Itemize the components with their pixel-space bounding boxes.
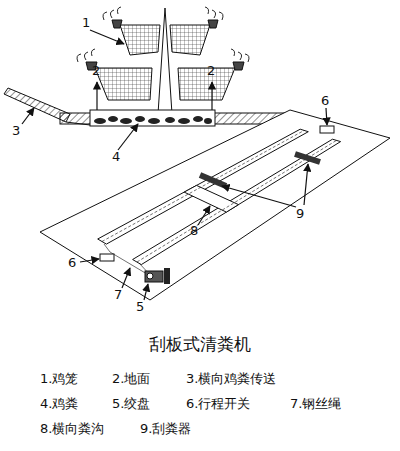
leader-arrow [96, 82, 97, 110]
callout-number: 2 [207, 64, 215, 78]
chicken-sketch [231, 49, 249, 62]
leader-arrow [304, 164, 308, 205]
wire-rope [137, 140, 337, 262]
wire-rope [102, 131, 304, 242]
legend-entry: 8.横向粪沟 [40, 422, 104, 436]
leader-arrow [80, 259, 99, 262]
legend-entry: 7.钢丝绳 [290, 397, 341, 411]
legend-entry: 1.鸡笼 [40, 372, 78, 386]
cage [120, 25, 160, 55]
feed-trough [112, 20, 122, 28]
legend-entry: 3.横向鸡粪传送 [186, 372, 276, 386]
leader-arrow [122, 268, 130, 288]
cage-frame [165, 8, 172, 114]
callout-number: 5 [136, 300, 144, 314]
callout-number: 4 [112, 150, 120, 164]
longitudinal-trench [133, 139, 341, 264]
legend-entry: 6.行程开关 [186, 397, 250, 411]
chicken-sketch [103, 7, 121, 20]
manure-conveyor [66, 122, 90, 125]
legend-entry: 4.鸡粪 [40, 397, 78, 411]
manure [94, 116, 212, 124]
leader-arrow [211, 82, 212, 110]
callout-number: 1 [82, 16, 90, 30]
feed-trough [233, 62, 244, 70]
travel-switch [100, 254, 114, 261]
winch [145, 268, 170, 284]
callout-number: 7 [114, 288, 122, 302]
travel-switch [320, 126, 334, 133]
scraper [200, 175, 226, 186]
cage [170, 25, 210, 55]
cage-frame [158, 8, 165, 114]
callout-number: 2 [92, 64, 100, 78]
legend-entry: 2.地面 [112, 372, 150, 386]
scraper [295, 154, 320, 162]
callout-number: 3 [12, 124, 20, 138]
house-floor [40, 110, 390, 300]
legend-entry: 5.绞盘 [112, 397, 150, 411]
manure-trench [90, 110, 215, 126]
leader-arrow [326, 108, 327, 125]
transverse-trench [184, 185, 238, 212]
leader-arrow [222, 186, 296, 207]
cage [95, 68, 152, 100]
leader-arrow [198, 206, 210, 225]
chicken-sketch [77, 49, 95, 62]
cage [178, 68, 235, 100]
leader-arrow [118, 124, 138, 150]
legend-entry: 9.刮粪器 [140, 422, 191, 436]
feed-trough [208, 20, 218, 28]
leader-arrow [22, 108, 34, 124]
callout-number: 8 [190, 224, 198, 238]
callout-number: 6 [321, 94, 329, 108]
callout-number: 9 [296, 207, 304, 221]
manure-conveyor [4, 88, 70, 122]
leader-arrow [90, 30, 124, 44]
figure-caption: 刮板式清粪机 [149, 333, 251, 356]
callout-number: 6 [68, 256, 76, 270]
chicken-sketch [205, 7, 223, 20]
leader-arrow [144, 284, 148, 300]
